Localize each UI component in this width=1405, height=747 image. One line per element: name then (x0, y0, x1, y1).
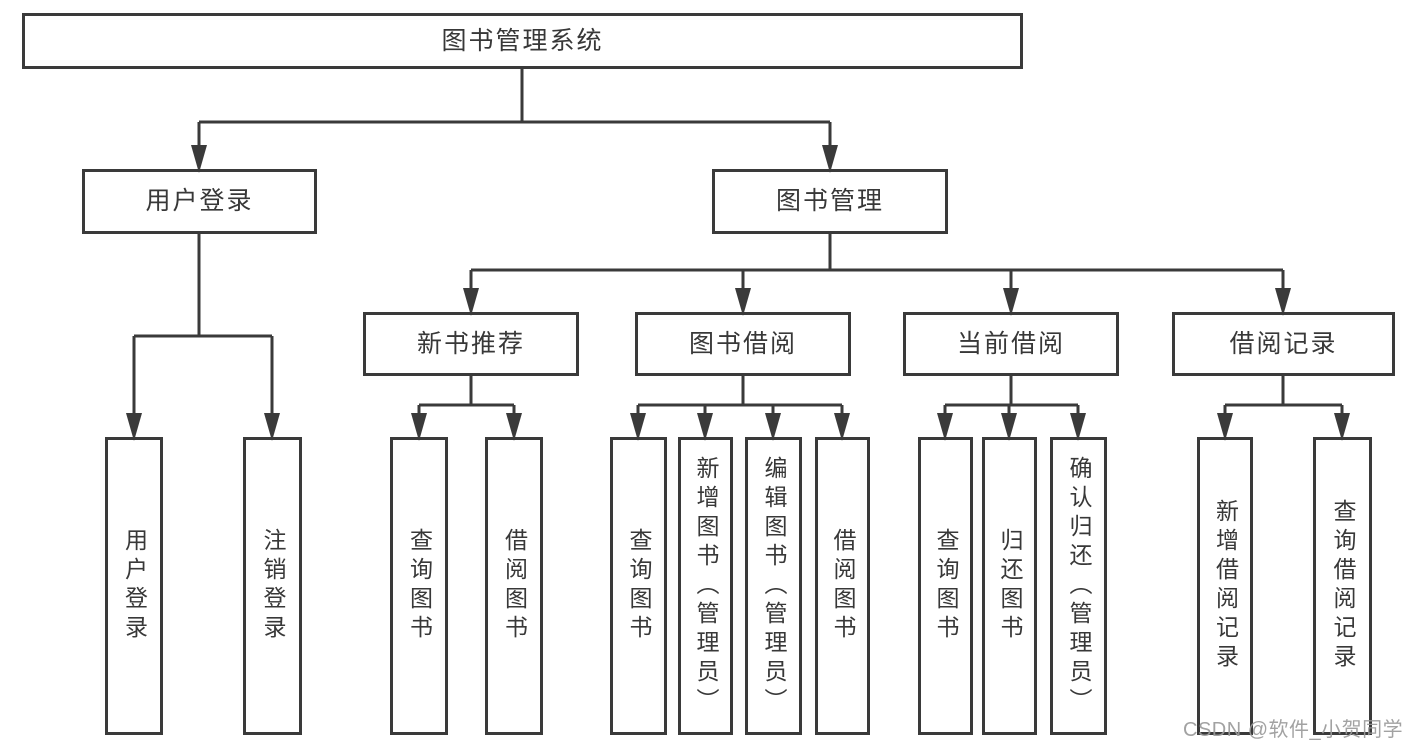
node-label: 当前借阅 (956, 329, 1065, 358)
node-logout: 注销登录 (243, 437, 302, 735)
node-current-borrowing: 当前借阅 (903, 312, 1119, 376)
node-borrowing-records: 借阅记录 (1172, 312, 1395, 376)
node-query-borrow-record: 查询借阅记录 (1313, 437, 1372, 735)
node-label: 图书管理 (775, 187, 884, 215)
node-label: 查询借阅记录 (1330, 499, 1356, 673)
node-label: 图书借阅 (688, 329, 797, 358)
node-label: 新增图书（管理员） (693, 455, 719, 717)
node-edit-book-admin: 编辑图书（管理员） (745, 437, 802, 735)
node-query-books-current: 查询图书 (918, 437, 973, 735)
node-book-management-system: 图书管理系统 (22, 13, 1023, 69)
node-book-borrowing: 图书借阅 (635, 312, 851, 376)
node-label: 查询图书 (933, 528, 959, 644)
node-return-books: 归还图书 (982, 437, 1037, 735)
node-label: 借阅图书 (830, 528, 856, 644)
node-user-login: 用户登录 (105, 437, 163, 735)
node-label: 查询图书 (626, 528, 652, 644)
node-label: 用户登录 (145, 187, 254, 215)
node-book-management-branch: 图书管理 (712, 169, 948, 234)
node-add-borrow-record: 新增借阅记录 (1197, 437, 1253, 735)
node-label: 图书管理系统 (441, 26, 604, 55)
node-borrow-books-borrowing: 借阅图书 (815, 437, 870, 735)
node-label: 编辑图书（管理员） (761, 455, 787, 717)
node-label: 借阅图书 (501, 528, 528, 644)
node-new-book-recommendation: 新书推荐 (363, 312, 579, 376)
node-label: 新增借阅记录 (1212, 499, 1239, 673)
csdn-watermark: CSDN @软件_小贺同学 (1183, 719, 1404, 741)
node-label: 借阅记录 (1229, 329, 1338, 358)
node-label: 归还图书 (997, 528, 1023, 644)
node-label: 用户登录 (121, 528, 148, 644)
node-query-books-recommend: 查询图书 (390, 437, 448, 735)
node-label: 注销登录 (260, 528, 286, 644)
node-borrow-books-recommend: 借阅图书 (485, 437, 543, 735)
node-user-login-branch: 用户登录 (82, 169, 317, 234)
node-label: 确认归还（管理员） (1066, 455, 1092, 717)
node-label: 新书推荐 (416, 329, 525, 358)
node-add-book-admin: 新增图书（管理员） (678, 437, 733, 735)
node-confirm-return-admin: 确认归还（管理员） (1050, 437, 1107, 735)
node-label: 查询图书 (406, 528, 433, 644)
node-query-books-borrowing: 查询图书 (610, 437, 667, 735)
